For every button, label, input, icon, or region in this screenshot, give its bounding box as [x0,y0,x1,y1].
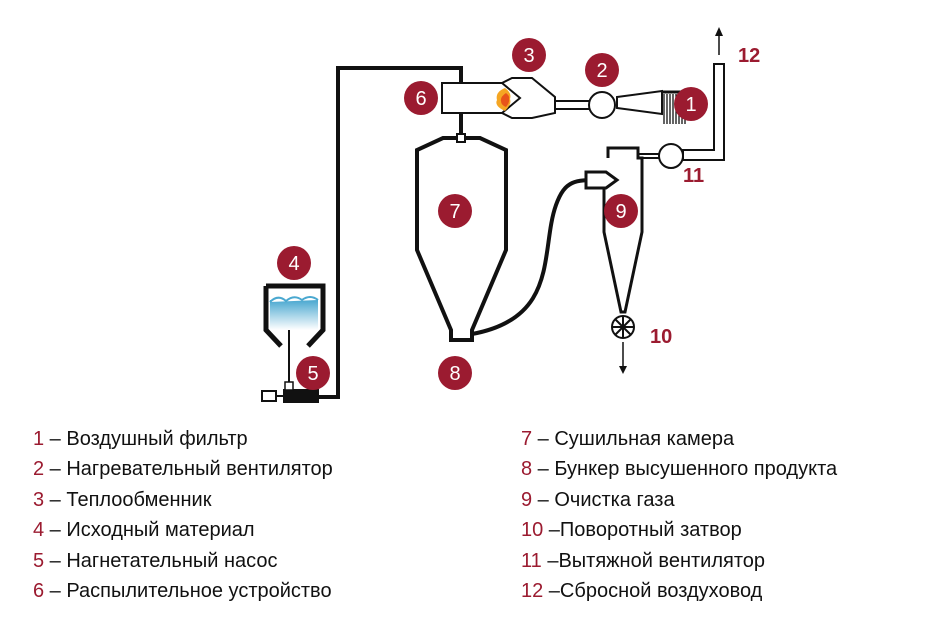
cyclone [584,146,644,374]
legend-text: – Распылительное устройство [44,579,332,602]
legend-number: 12 [521,579,544,602]
legend-item: 2 – Нагревательный вентилятор [33,454,333,484]
badge-8: 8 [438,356,472,390]
badge-3: 3 [512,38,546,72]
legend-item: 5 – Нагнетательный насос [33,546,333,576]
legend-number: 10 [521,519,544,542]
legend-number: 6 [33,579,45,602]
drying-chamber [415,133,508,342]
legend-item: 9 – Очистка газа [521,485,837,515]
legend-text: –Поворотный затвор [543,519,742,542]
exhaust-line [638,27,725,169]
badge-6: 6 [404,81,438,115]
legend-text: – Теплообменник [44,488,212,511]
svg-text:7: 7 [449,201,460,223]
svg-text:8: 8 [449,363,460,385]
badge-7: 7 [438,194,472,228]
legend-text: – Бункер высушенного продукта [532,458,838,481]
feed-tank [263,283,326,382]
legend-text: – Нагнетательный насос [44,549,278,572]
spray-dryer-diagram: 1 2 3 4 5 6 7 8 9 10 11 12 [261,27,760,403]
legend-number: 8 [521,458,533,481]
svg-text:3: 3 [523,45,534,67]
legend-item: 10 –Поворотный затвор [521,515,837,545]
legend-text: – Сушильная камера [532,428,735,450]
legend-item: 8 – Бункер высушенного продукта [521,454,837,484]
svg-text:9: 9 [615,201,626,223]
legend-number: 4 [33,519,45,542]
badge-5: 5 [296,356,330,390]
legend-item: 1 – Воздушный фильтр [33,424,333,454]
badge-4: 4 [277,246,311,280]
legend-number: 3 [33,488,45,511]
badge-9: 9 [604,194,638,228]
label-10: 10 [650,326,672,348]
legend-item: 4 – Исходный материал [33,515,333,545]
rotary-valve [611,315,635,339]
legend-text: –Вытяжной вентилятор [541,549,766,572]
legend-text: – Очистка газа [532,488,675,511]
product-pipe [471,178,601,336]
legend-left-column: 1 – Воздушный фильтр 2 – Нагревательный … [33,424,333,606]
svg-text:2: 2 [596,60,607,82]
legend-text: – Воздушный фильтр [44,428,248,450]
legend-text: – Нагревательный вентилятор [44,458,333,481]
badge-2: 2 [585,53,619,87]
legend-text: – Исходный материал [44,519,255,542]
svg-text:4: 4 [288,253,299,275]
legend-item: 7 – Сушильная камера [521,424,837,454]
svg-text:6: 6 [415,88,426,110]
legend-number: 11 [521,549,542,572]
legend-number: 9 [521,488,533,511]
air-intake [441,77,688,124]
legend-number: 7 [521,428,533,450]
legend-number: 2 [33,458,45,481]
label-11: 11 [683,165,704,187]
feed-pump [261,381,319,403]
legend-item: 6 – Распылительное устройство [33,576,333,606]
legend-number: 1 [33,428,45,450]
svg-text:5: 5 [307,363,318,385]
legend-item: 12 –Сбросной воздуховод [521,576,837,606]
legend-right-column: 7 – Сушильная камера 8 – Бункер высушенн… [521,424,837,606]
badge-1: 1 [674,87,708,121]
legend-text: –Сбросной воздуховод [543,579,763,602]
legend-number: 5 [33,549,45,572]
svg-text:1: 1 [685,94,696,116]
legend-item: 3 – Теплообменник [33,485,333,515]
legend-item: 11 –Вытяжной вентилятор [521,546,837,576]
label-12: 12 [738,45,760,67]
